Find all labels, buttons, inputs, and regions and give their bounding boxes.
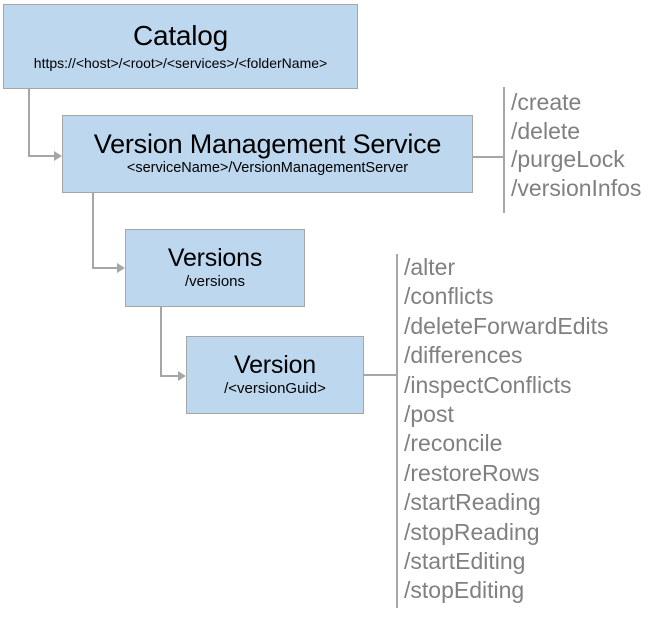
connector-versions-to-version-vertical	[160, 307, 162, 377]
version-operation-alter[interactable]: /alter	[404, 254, 456, 280]
node-version-management-service-title: Version Management Service	[93, 129, 442, 160]
connector-service-operations-bar	[503, 87, 505, 213]
connector-service-to-versions-vertical	[92, 193, 94, 269]
version-operation-stopReading[interactable]: /stopReading	[404, 518, 540, 545]
connector-version-operations-bar	[396, 254, 398, 608]
connector-version-to-operations-horizontal	[364, 374, 398, 376]
service-operation-purgeLock[interactable]: /purgeLock	[511, 146, 625, 172]
version-operation-post[interactable]: /post	[404, 401, 454, 428]
arrowhead-service-to-versions-icon	[117, 263, 125, 273]
node-version-management-service[interactable]: Version Management Service <serviceName>…	[62, 115, 473, 193]
node-versions-title: Versions	[167, 244, 263, 272]
service-operation-delete[interactable]: /delete	[511, 117, 581, 144]
version-operation-startReading[interactable]: /startReading	[404, 489, 541, 516]
connector-service-to-operations-horizontal	[473, 156, 505, 158]
node-version[interactable]: Version /<versionGuid>	[186, 336, 364, 414]
node-versions-path: /versions	[184, 273, 246, 290]
connector-catalog-to-service-vertical	[28, 89, 30, 157]
version-operations-list: /alter/conflicts/deleteForwardEdits/diff…	[404, 253, 609, 606]
version-operation-stopEditing[interactable]: /stopEditing	[404, 577, 525, 604]
node-catalog-title: Catalog	[132, 20, 229, 52]
node-version-title: Version	[234, 351, 316, 379]
service-operation-versionInfos[interactable]: /versionInfos	[511, 174, 642, 201]
service-operations-list: /create/delete/purgeLock/versionInfos	[511, 88, 641, 202]
connector-catalog-to-service-horizontal	[28, 155, 56, 157]
arrowhead-versions-to-version-icon	[178, 371, 186, 381]
connector-service-to-versions-horizontal	[92, 267, 119, 269]
node-catalog-url: https://<host>/<root>/<services>/<folder…	[33, 54, 328, 71]
node-version-path: /<versionGuid>	[224, 380, 326, 397]
version-operation-inspectConflicts[interactable]: /inspectConflicts	[404, 371, 572, 398]
node-version-management-service-path: <serviceName>/VersionManagementServer	[126, 160, 409, 177]
node-versions[interactable]: Versions /versions	[125, 229, 305, 307]
version-operation-differences[interactable]: /differences	[404, 342, 523, 369]
version-operation-reconcile[interactable]: /reconcile	[404, 430, 503, 457]
service-operation-create[interactable]: /create	[511, 89, 582, 115]
version-operation-restoreRows[interactable]: /restoreRows	[404, 459, 540, 486]
version-operation-startEditing[interactable]: /startEditing	[404, 548, 526, 575]
connector-versions-to-version-horizontal	[160, 375, 180, 377]
arrowhead-catalog-to-service-icon	[54, 151, 62, 161]
version-operation-deleteForwardEdits[interactable]: /deleteForwardEdits	[404, 312, 609, 339]
node-catalog[interactable]: Catalog https://<host>/<root>/<services>…	[3, 4, 358, 89]
version-operation-conflicts[interactable]: /conflicts	[404, 283, 494, 310]
